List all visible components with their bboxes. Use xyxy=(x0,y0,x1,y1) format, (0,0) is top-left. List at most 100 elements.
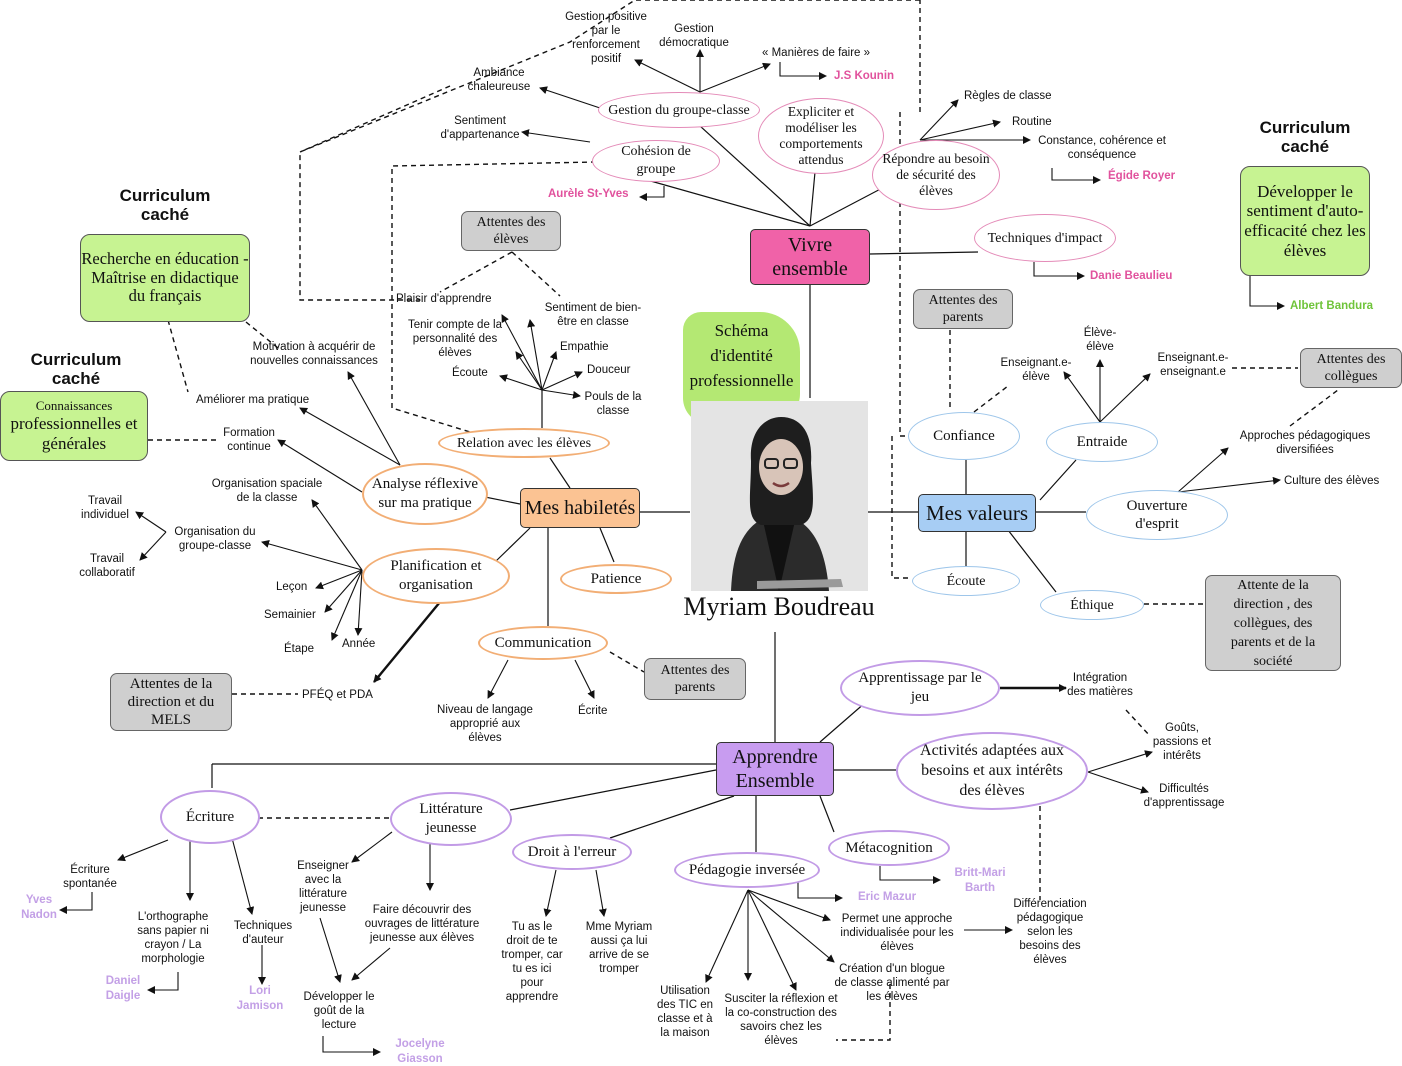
label-routine: Routine xyxy=(1012,116,1052,128)
label-douceur: Douceur xyxy=(587,364,631,376)
node-attentes-parents-habiletes: Attentes des parents xyxy=(644,658,746,700)
label-ecoute-habiletes: Écoute xyxy=(452,367,488,379)
label-personnalite: Tenir compte de la personnalité des élèv… xyxy=(408,319,502,359)
label-motivation: Motivation à acquérir de nouvelles conna… xyxy=(250,341,378,367)
node-apprentissage-jeu[interactable]: Apprentissage par le jeu xyxy=(840,660,1000,716)
label-regles: Règles de classe xyxy=(964,90,1052,102)
label-orthographe: L'orthographe sans papier ni crayon / La… xyxy=(137,911,209,965)
node-gestion-groupe-classe[interactable]: Gestion du groupe-classe xyxy=(598,92,760,128)
node-cohesion-groupe[interactable]: Cohésion de groupe xyxy=(592,140,720,182)
node-ouverture[interactable]: Ouverture d'esprit xyxy=(1086,490,1228,540)
label-travail-individuel: Travail individuel xyxy=(81,495,129,521)
person-silhouette-icon xyxy=(691,401,868,591)
node-communication[interactable]: Communication xyxy=(478,626,608,660)
label-ecriture-spontanee: Écriture spontanée xyxy=(63,864,117,890)
label-manieres-de-faire: « Manières de faire » xyxy=(762,47,871,59)
diagram-title: Schéma d'identité professionnelle xyxy=(689,321,794,390)
label-integration: Intégration des matières xyxy=(1067,672,1133,698)
node-patience[interactable]: Patience xyxy=(560,564,672,594)
label-gestion-positive: Gestion positive par le renforcement pos… xyxy=(565,11,647,65)
node-vivre-ensemble[interactable]: Vivre ensemble xyxy=(750,229,870,285)
ref-kounin: J.S Kounin xyxy=(834,70,895,82)
curriculum-autoefficacite: Développer le sentiment d'auto-efficacit… xyxy=(1240,166,1370,276)
label-approches: Approches pédagogiques diversifiées xyxy=(1239,430,1371,456)
label-lecon: Leçon xyxy=(276,581,308,593)
label-annee: Année xyxy=(342,638,376,650)
ref-barth: Britt-Mari Barth xyxy=(954,867,1006,894)
label-gouts: Goûts, passions et intérêts xyxy=(1152,722,1212,762)
label-ameliorer: Améliorer ma pratique xyxy=(196,394,310,406)
label-pouls: Pouls de la classe xyxy=(584,391,642,417)
node-pedagogie-inversee[interactable]: Pédagogie inversée xyxy=(674,852,820,888)
node-expliciter[interactable]: Expliciter et modéliser les comportement… xyxy=(758,98,884,174)
label-tic: Utilisation des TIC en classe et à la ma… xyxy=(656,985,714,1039)
node-ecoute-valeurs[interactable]: Écoute xyxy=(912,566,1020,596)
curriculum-cache-header: Curriculum caché xyxy=(1259,118,1351,156)
label-appartenance: Sentiment d'appartenance xyxy=(440,115,520,141)
node-activites-adaptees[interactable]: Activités adaptées aux besoins et aux in… xyxy=(896,732,1088,810)
node-attentes-mels: Attentes de la direction et du MELS xyxy=(110,673,232,731)
label-susciter: Susciter la réflexion et la co-construct… xyxy=(724,993,838,1047)
curriculum-recherche: Recherche en éducation - Maîtrise en did… xyxy=(80,234,250,322)
label-eleve-eleve: Élève-élève xyxy=(1083,327,1117,353)
node-metacognition[interactable]: Métacognition xyxy=(828,830,950,866)
portrait-photo xyxy=(691,401,868,591)
label-gout-lecture: Développer le goût de la lecture xyxy=(303,991,375,1031)
node-attentes-eleves: Attentes des élèves xyxy=(461,211,561,251)
label-etape: Étape xyxy=(284,643,315,655)
label-empathie: Empathie xyxy=(560,341,609,353)
node-techniques-impact[interactable]: Techniques d'impact xyxy=(974,214,1116,262)
node-litterature-jeunesse[interactable]: Littérature jeunesse xyxy=(390,792,512,846)
label-faire-decouvrir: Faire découvrir des ouvrages de littérat… xyxy=(364,904,480,944)
label-blogue: Création d'un blogue de classe alimenté … xyxy=(834,963,950,1003)
label-tu-as-le-droit: Tu as le droit de te tromper, car tu es … xyxy=(501,921,563,1003)
label-culture: Culture des élèves xyxy=(1284,475,1380,487)
node-attente-direction: Attente de la direction , des collègues,… xyxy=(1205,575,1341,671)
node-mes-habiletes[interactable]: Mes habiletés xyxy=(520,488,640,528)
ref-royer: Égide Royer xyxy=(1108,170,1176,182)
label-org-spaciale: Organisation spaciale de la classe xyxy=(211,478,323,504)
label-individualisee: Permet une approche individualisée pour … xyxy=(840,913,954,953)
node-relation-eleves[interactable]: Relation avec les élèves xyxy=(438,428,610,458)
ref-albert-bandura: Albert Bandura xyxy=(1290,300,1374,312)
ref-giasson: Jocelyne Giasson xyxy=(395,1038,445,1065)
node-planification[interactable]: Planification et organisation xyxy=(362,548,510,604)
ref-mazur: Eric Mazur xyxy=(858,891,917,903)
label-formation: Formation continue xyxy=(223,427,275,453)
node-droit-erreur[interactable]: Droit à l'erreur xyxy=(512,834,632,870)
label-techniques-auteur: Techniques d'auteur xyxy=(233,920,293,946)
node-confiance[interactable]: Confiance xyxy=(908,412,1020,460)
node-analyse-reflexive[interactable]: Analyse réflexive sur ma pratique xyxy=(362,463,488,525)
label-enseigner-litterature: Enseigner avec la littérature jeunesse xyxy=(297,860,349,914)
ref-daigle: Daniel Daigle xyxy=(105,975,141,1002)
ref-jamison: Lori Jamison xyxy=(236,985,284,1012)
label-gestion-democratique: Gestion démocratique xyxy=(659,23,729,49)
label-ens-ens: Enseignant.e-enseignant.e xyxy=(1157,352,1229,378)
connaissances-small: Connaissances xyxy=(35,398,113,413)
node-attentes-parents-valeurs: Attentes des parents xyxy=(913,289,1013,329)
curriculum-cache-header: Curriculum caché xyxy=(30,350,122,388)
curriculum-connaissances: Connaissances professionnelles et généra… xyxy=(0,391,148,461)
node-ecriture[interactable]: Écriture xyxy=(160,790,260,844)
node-attentes-collegues: Attentes des collègues xyxy=(1300,348,1402,388)
person-name: Myriam Boudreau xyxy=(683,592,875,621)
label-ecrite: Écrite xyxy=(578,705,608,717)
ref-nadon: Yves Nadon xyxy=(21,894,57,921)
label-differenciation: Différenciation pédagogique selon les be… xyxy=(1013,898,1087,966)
label-travail-collaboratif: Travail collaboratif xyxy=(79,553,135,579)
node-securite[interactable]: Répondre au besoin de sécurité des élève… xyxy=(872,140,1000,210)
label-pfeq: PFÉQ et PDA xyxy=(302,689,373,701)
ref-beaulieu: Danie Beaulieu xyxy=(1090,270,1173,282)
node-mes-valeurs[interactable]: Mes valeurs xyxy=(918,494,1036,532)
connaissances-big: professionnelles et générales xyxy=(10,414,138,453)
node-apprendre-ensemble[interactable]: Apprendre Ensemble xyxy=(716,742,834,796)
ref-st-yves: Aurèle St-Yves xyxy=(548,188,629,200)
curriculum-cache-header: Curriculum caché xyxy=(119,186,211,224)
node-entraide[interactable]: Entraide xyxy=(1046,422,1158,462)
node-ethique[interactable]: Éthique xyxy=(1040,590,1144,620)
label-ambiance: Ambiance chaleureuse xyxy=(467,67,531,93)
label-org-groupe: Organisation du groupe-classe xyxy=(174,526,256,552)
label-difficultes: Difficultés d'apprentissage xyxy=(1143,783,1225,809)
